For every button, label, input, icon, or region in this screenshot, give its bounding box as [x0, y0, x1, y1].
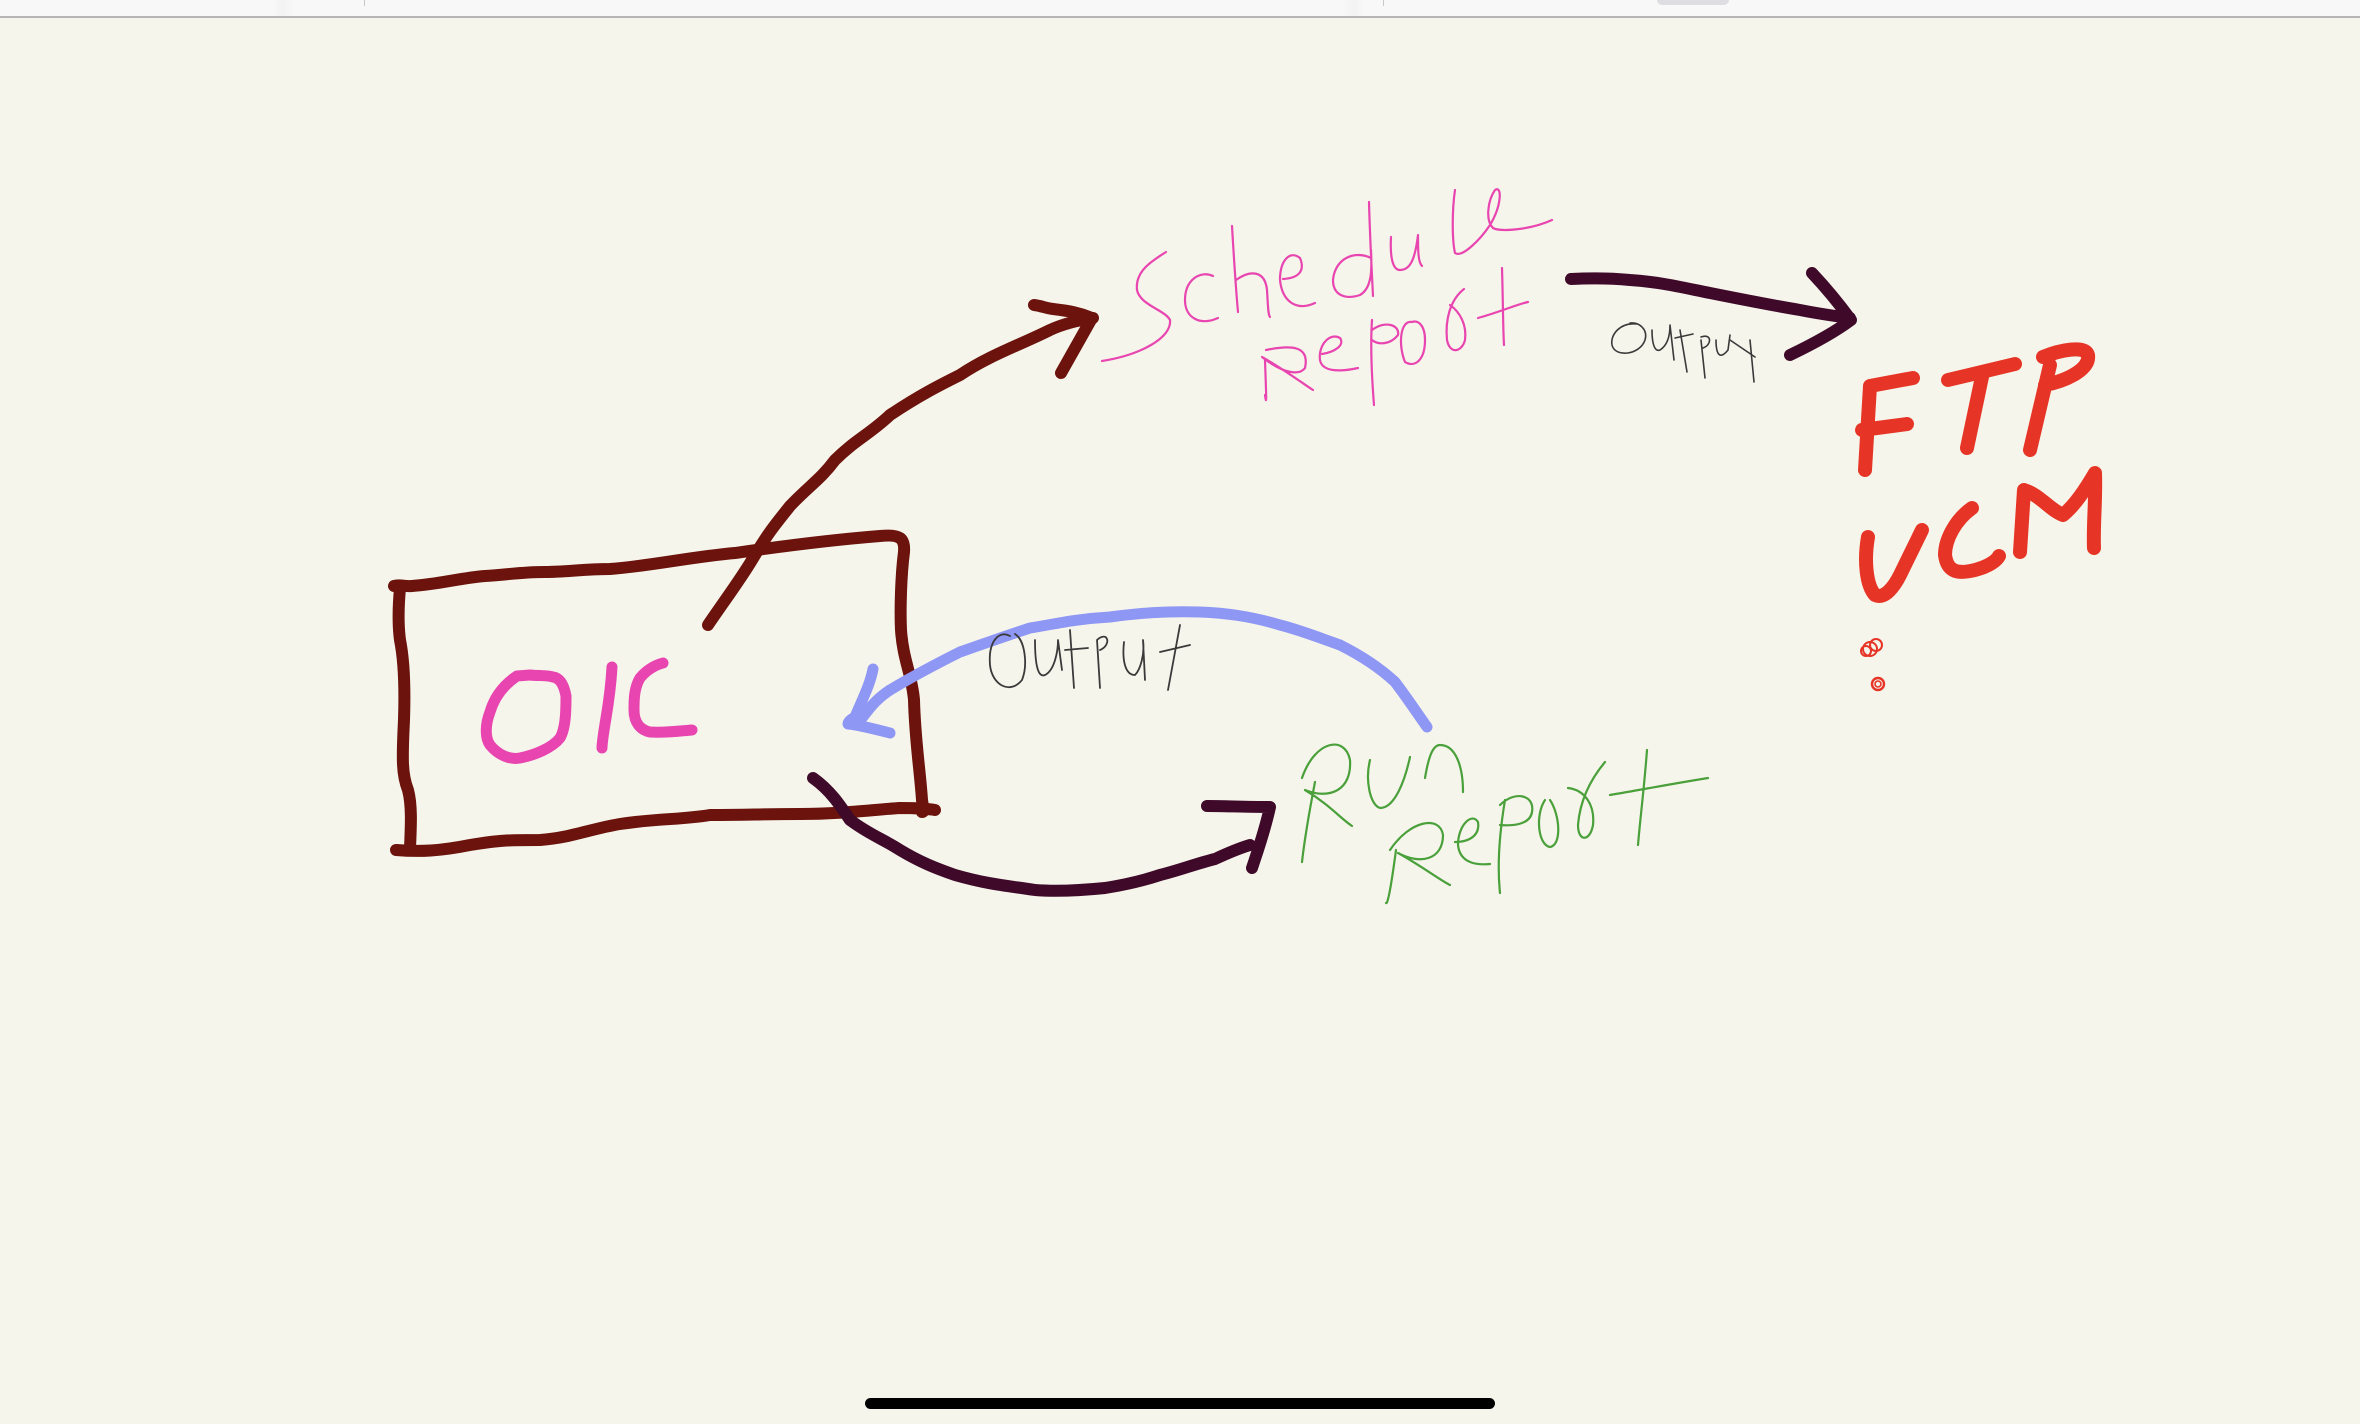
oic-label: OIC	[470, 660, 668, 760]
ucm-label: UCM	[1860, 480, 2150, 590]
app-toolbar	[0, 0, 2360, 18]
schedule-label-strokes	[1100, 188, 1554, 363]
ellipsis-label: :	[1860, 630, 1877, 680]
ucm-label-strokes	[1859, 466, 2103, 603]
oic-label-strokes	[480, 657, 698, 764]
ellipsis-dots	[1860, 638, 1886, 692]
toolbar-divider-shade	[272, 0, 294, 16]
run-report-label-strokes	[1300, 743, 1710, 905]
arrow-oic-to-run	[807, 772, 1276, 897]
home-indicator[interactable]	[865, 1398, 1495, 1409]
toolbar-divider-shade	[1343, 0, 1365, 16]
arrow-run-to-oic	[842, 606, 1433, 739]
schedule-label: Schedule	[1140, 220, 1561, 310]
schedule-output-label-strokes	[1611, 322, 1756, 383]
ftp-label: FTP	[1860, 360, 2084, 470]
toolbar-separator	[1383, 0, 1384, 6]
ftp-label-strokes	[1855, 342, 2095, 477]
run-output-label-strokes	[988, 624, 1191, 691]
arrow-oic-to-schedule	[702, 299, 1099, 631]
arrow-schedule-to-ftp	[1565, 267, 1857, 361]
report-pink-label-strokes	[1260, 266, 1530, 407]
schedule-report-label: Report	[1260, 310, 1572, 400]
oic-box	[388, 529, 941, 857]
schedule-output-label: output	[1612, 318, 1779, 368]
toolbar-button[interactable]	[1657, 0, 1729, 5]
run-output-label: Output	[988, 628, 1201, 688]
toolbar-separator	[364, 0, 365, 6]
run-report-label: Report	[1390, 800, 1667, 880]
